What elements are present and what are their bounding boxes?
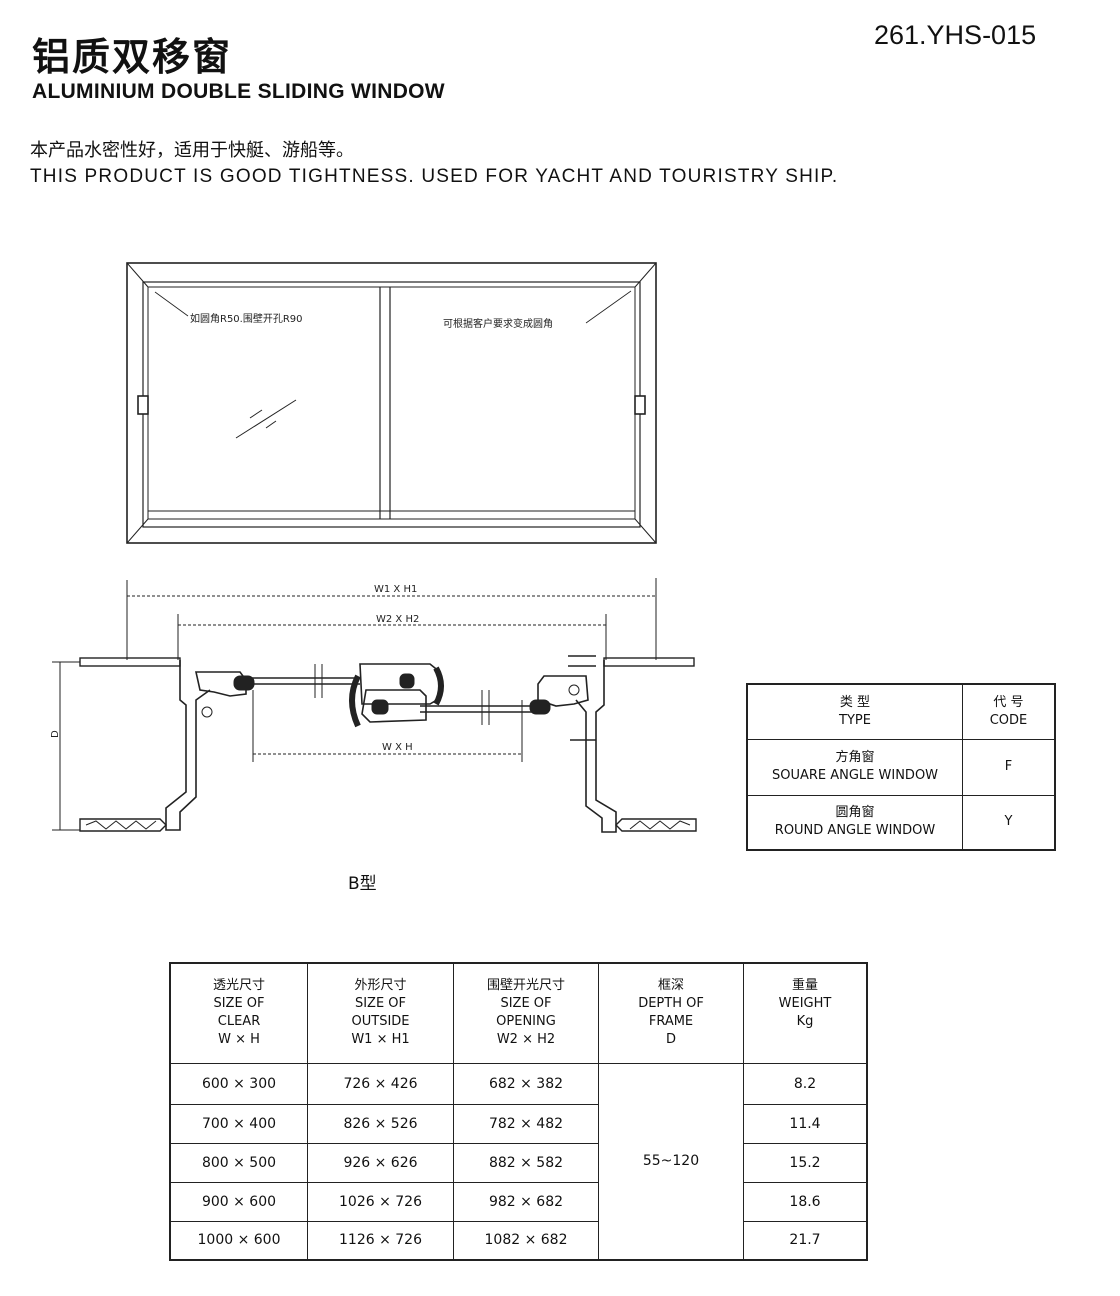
cell-clear: 800 × 500 [169,1142,308,1183]
cell-opening: 1082 × 682 [453,1220,599,1261]
cell-clear: 600 × 300 [169,1062,308,1105]
cell-opening: 682 × 382 [453,1062,599,1105]
cell-weight: 8.2 [743,1062,868,1105]
description-en: THIS PRODUCT IS GOOD TIGHTNESS. USED FOR… [30,166,839,187]
cell-weight: 15.2 [743,1142,868,1183]
page-title-en: ALUMINIUM DOUBLE SLIDING WINDOW [32,80,445,103]
model-code: 261.YHS-015 [874,20,1037,50]
section-type-label: B型 [348,874,377,894]
table-header-row: 类 型 TYPE 代 号 CODE [746,683,1056,740]
note-left: 如圆角R50.围壁开孔R90 [190,312,303,325]
table-row: 1000 × 600 1126 × 726 1082 × 682 21.7 [169,1220,868,1261]
cell-depth: 55~120 [598,1062,744,1261]
cell-outside: 726 × 426 [307,1062,454,1105]
code-header: 代 号 CODE [962,683,1056,740]
cell-weight: 18.6 [743,1181,868,1222]
dim-clear-label: W X H [382,742,413,753]
note-right: 可根据客户要求变成圆角 [443,317,553,330]
cell-outside: 1126 × 726 [307,1220,454,1261]
table-row: 900 × 600 1026 × 726 982 × 682 18.6 [169,1181,868,1222]
cell-outside: 1026 × 726 [307,1181,454,1222]
type-code-table: 类 型 TYPE 代 号 CODE 方角窗 SOUARE ANGLE WINDO… [746,683,1056,851]
cell-opening: 982 × 682 [453,1181,599,1222]
dim-outside-label: W1 X H1 [374,584,417,595]
dim-opening-label: W2 X H2 [376,614,419,625]
table-row: 圆角窗 ROUND ANGLE WINDOW Y [746,794,1056,851]
code-cell: F [962,738,1056,796]
cell-clear: 900 × 600 [169,1181,308,1222]
description-cn: 本产品水密性好，适用于快艇、游船等。 [30,140,354,161]
type-cell: 圆角窗 ROUND ANGLE WINDOW [746,794,963,851]
code-cell: Y [962,794,1056,851]
table-row: 700 × 400 826 × 526 782 × 482 11.4 [169,1103,868,1144]
type-header: 类 型 TYPE [746,683,963,740]
cell-outside: 926 × 626 [307,1142,454,1183]
cell-clear: 700 × 400 [169,1103,308,1144]
table-row: 方角窗 SOUARE ANGLE WINDOW F [746,738,1056,796]
cell-weight: 11.4 [743,1103,868,1144]
cell-weight: 21.7 [743,1220,868,1261]
cell-opening: 882 × 582 [453,1142,599,1183]
table-row: 600 × 300 726 × 426 682 × 382 55~120 8.2 [169,1062,868,1261]
table-row: 800 × 500 926 × 626 882 × 582 15.2 [169,1142,868,1183]
type-cell: 方角窗 SOUARE ANGLE WINDOW [746,738,963,796]
cell-outside: 826 × 526 [307,1103,454,1144]
page-title-cn: 铝质双移窗 [32,35,233,79]
dim-depth-label: D [50,730,61,738]
cell-opening: 782 × 482 [453,1103,599,1144]
cell-clear: 1000 × 600 [169,1220,308,1261]
